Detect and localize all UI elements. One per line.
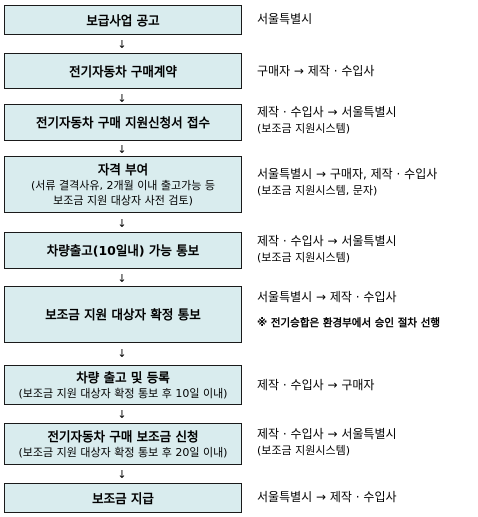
down-arrow-icon: ↓ [117,346,127,360]
step-note: 제작 · 수입사 → 구매자 [257,377,475,394]
step-note: 구매자 → 제작 · 수입사 [257,63,475,80]
step-title: 전기자동차 구매계약 [69,63,177,79]
down-arrow-icon: ↓ [117,216,127,230]
down-arrow-icon: ↓ [117,271,127,285]
note-main: 구매자 → 제작 · 수입사 [257,64,375,78]
step-note: 제작 · 수입사 → 서울특별시 (보조금 지원시스템) [257,104,475,136]
step-box-shipment-registration: 차량 출고 및 등록 (보조금 지원 대상자 확정 통보 후 10일 이내) [4,365,242,405]
step-detail: (서류 결격사유, 2개월 이내 출고가능 등 [30,179,216,192]
step-title: 전기자동차 구매 지원신청서 접수 [35,115,211,130]
step-box-recipient-confirmation: 보조금 지원 대상자 확정 통보 [4,286,242,343]
note-main: 제작 · 수입사 → 서울특별시 [257,234,397,248]
step-box-shipment-notice: 차량출고(10일내) 가능 통보 [4,232,242,269]
step-note: 서울특별시 → 구매자, 제작 · 수입사 (보조금 지원시스템, 문자) [257,166,475,198]
down-arrow-icon: ↓ [117,91,127,105]
step-title: 전기자동차 구매 보조금 신청 [47,429,199,444]
note-main: 서울특별시 → 구매자, 제작 · 수입사 [257,167,438,181]
step-note: 제작 · 수입사 → 서울특별시 (보조금 지원시스템) [257,426,475,458]
down-arrow-icon: ↓ [117,37,127,51]
note-sub: (보조금 지원시스템) [257,122,351,135]
note-main: 제작 · 수입사 → 서울특별시 [257,105,397,119]
note-main: 제작 · 수입사 → 서울특별시 [257,427,397,441]
step-detail: (보조금 지원 대상자 확정 통보 후 10일 이내) [18,387,228,400]
step-box-application-receipt: 전기자동차 구매 지원신청서 접수 [4,104,242,141]
step-note: 서울특별시 → 제작 · 수입사 ※ 전기승합은 환경부에서 승인 절차 선행 [257,289,475,331]
note-star: ※ 전기승합은 환경부에서 승인 절차 선행 [257,317,441,329]
step-detail: (보조금 지원 대상자 확정 통보 후 20일 이내) [18,446,228,459]
step-note: 서울특별시 → 제작 · 수입사 [257,489,475,506]
note-main: 서울특별시 [257,12,313,26]
step-title: 보조금 지급 [92,490,154,506]
step-note: 제작 · 수입사 → 서울특별시 (보조금 지원시스템) [257,233,475,265]
step-box-subsidy-application: 전기자동차 구매 보조금 신청 (보조금 지원 대상자 확정 통보 후 20일 … [4,423,242,465]
note-main: 서울특별시 → 제작 · 수입사 [257,290,397,304]
down-arrow-icon: ↓ [117,142,127,156]
step-title: 보조금 지원 대상자 확정 통보 [45,307,201,322]
note-sub: (보조금 지원시스템) [257,444,351,457]
step-title: 차량출고(10일내) 가능 통보 [46,243,200,258]
note-main: 서울특별시 → 제작 · 수입사 [257,490,397,504]
step-title: 자격 부여 [97,162,149,177]
note-sub: (보조금 지원시스템) [257,251,351,264]
step-box-eligibility: 자격 부여 (서류 결격사유, 2개월 이내 출고가능 등 보조금 지원 대상자… [4,156,242,213]
note-main: 제작 · 수입사 → 구매자 [257,378,375,392]
step-box-notice: 보급사업 공고 [4,5,242,35]
step-note: 서울특별시 [257,11,475,28]
step-box-subsidy-payment: 보조금 지급 [4,483,242,513]
note-sub: (보조금 지원시스템, 문자) [257,184,378,197]
step-detail: 보조금 지원 대상자 사전 검토) [53,194,193,207]
down-arrow-icon: ↓ [117,467,127,481]
step-title: 보급사업 공고 [86,12,160,28]
step-box-purchase-contract: 전기자동차 구매계약 [4,53,242,89]
down-arrow-icon: ↓ [117,407,127,421]
step-title: 차량 출고 및 등록 [76,370,170,385]
